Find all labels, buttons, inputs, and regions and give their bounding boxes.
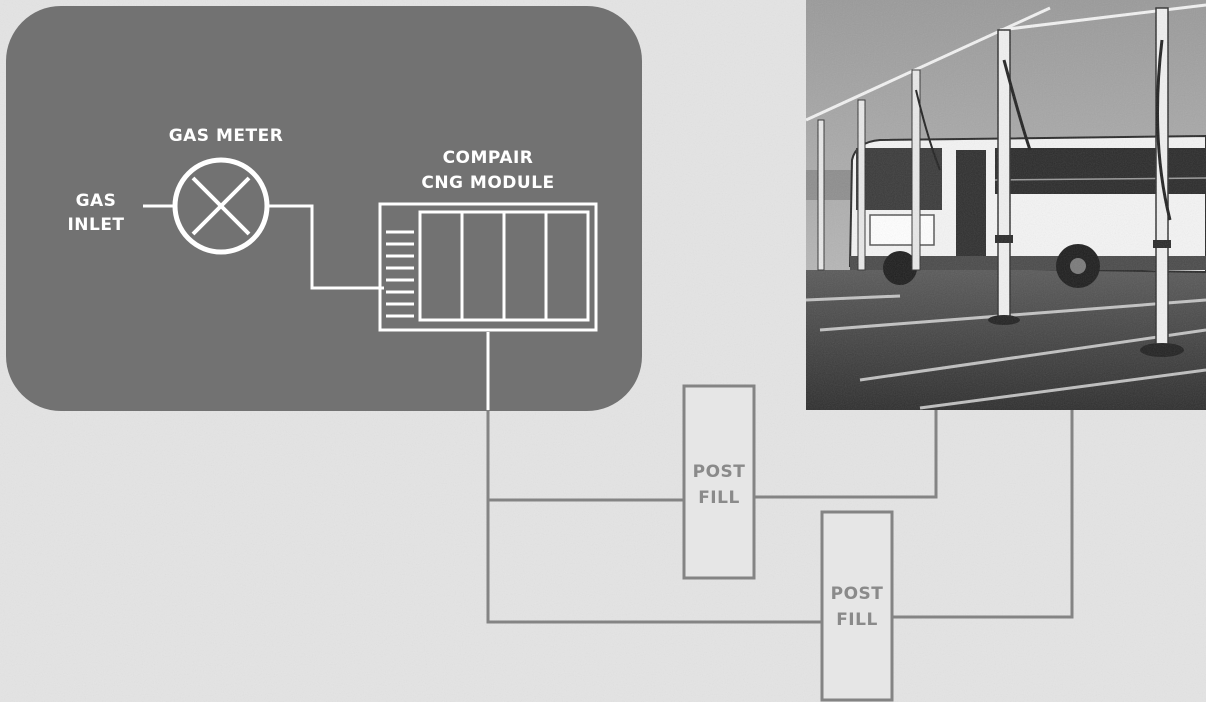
post-fill-2-line1: POST <box>831 584 884 604</box>
post-fill-1-line2: FILL <box>698 488 740 508</box>
post-fill-2: POST FILL <box>822 512 892 700</box>
bus-photo <box>806 0 1206 410</box>
module-label-line2: CNG MODULE <box>421 173 554 193</box>
post-fill-1-line1: POST <box>693 462 746 482</box>
gas-meter-label: GAS METER <box>169 126 284 146</box>
post-fill-1: POST FILL <box>684 386 754 578</box>
module-label-line1: COMPAIR <box>443 148 534 168</box>
post-fill-2-line2: FILL <box>836 610 878 630</box>
gas-inlet-label-line1: GAS <box>76 191 117 211</box>
gas-inlet-label-line2: INLET <box>67 215 124 235</box>
